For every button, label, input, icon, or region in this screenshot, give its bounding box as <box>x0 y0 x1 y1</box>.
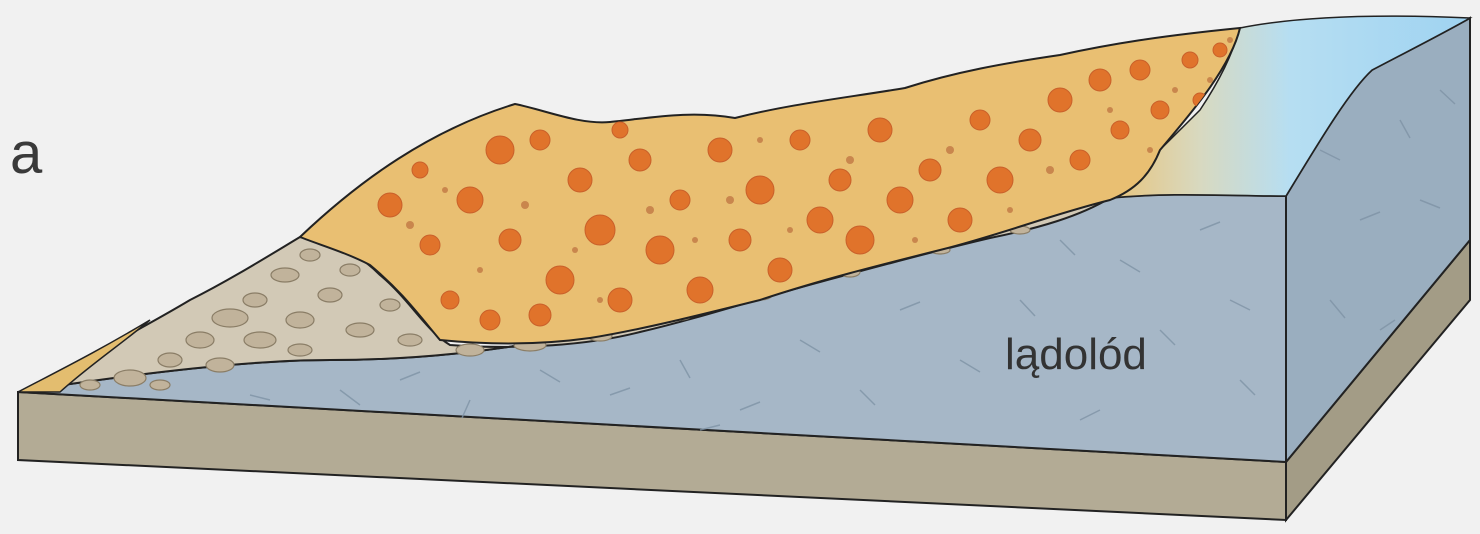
panel-label: a <box>10 120 42 187</box>
ice-sheet-label: lądolód <box>1005 330 1147 380</box>
